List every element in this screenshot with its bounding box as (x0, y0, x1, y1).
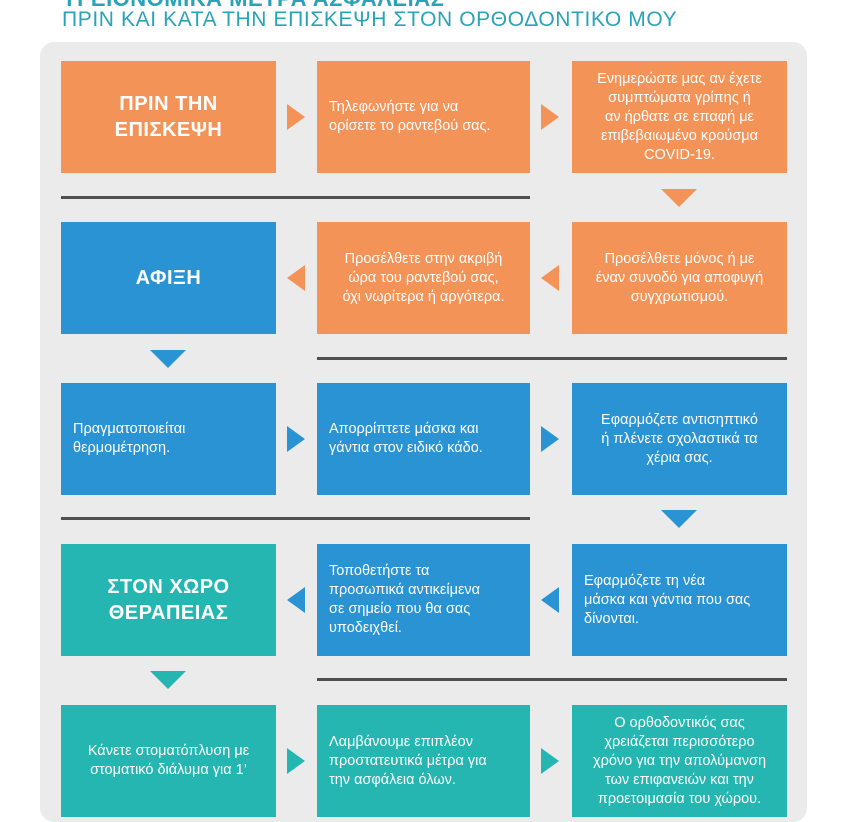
divider (317, 678, 787, 681)
arrow-down-icon (150, 350, 186, 368)
arrow-left-icon (287, 587, 305, 613)
arrow-right-icon (541, 104, 559, 130)
arrow-down-icon (661, 510, 697, 528)
stage-arrival: ΑΦΙΞΗ (61, 222, 276, 334)
arrow-right-icon (541, 748, 559, 774)
arrow-right-icon (287, 748, 305, 774)
arrow-down-icon (150, 671, 186, 689)
page-title: ΥΓΕΙΟΝΟΜΙΚΑ ΜΕΤΡΑ ΑΣΦΑΛΕΙΑΣ (62, 0, 444, 12)
divider (317, 357, 787, 360)
page-subtitle: ΠΡΙΝ ΚΑΙ ΚΑΤΑ ΤΗΝ ΕΠΙΣΚΕΨΗ ΣΤΟΝ ΟΡΘΟΔΟΝΤ… (62, 8, 678, 31)
divider (61, 517, 530, 520)
arrow-right-icon (287, 426, 305, 452)
arrow-right-icon (541, 426, 559, 452)
arrow-left-icon (287, 265, 305, 291)
arrow-right-icon (287, 104, 305, 130)
arrow-down-icon (661, 189, 697, 207)
divider (61, 196, 530, 199)
arrow-left-icon (541, 265, 559, 291)
arrow-left-icon (541, 587, 559, 613)
